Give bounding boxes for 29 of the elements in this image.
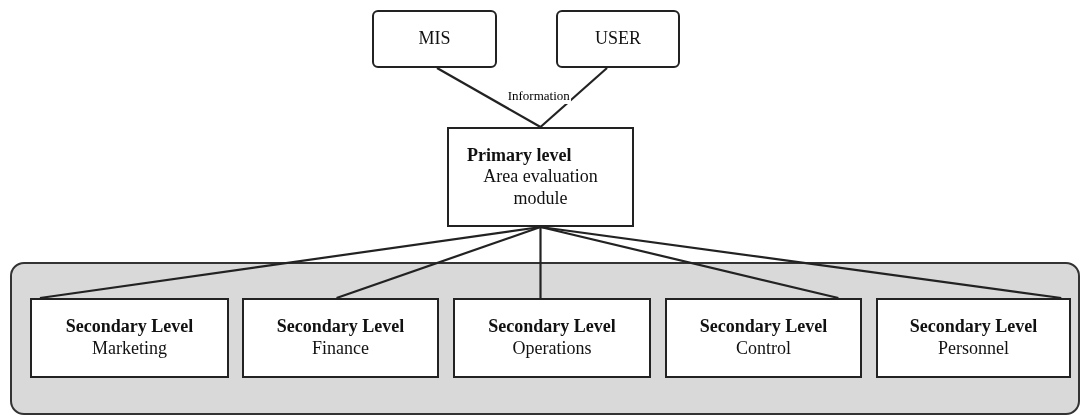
level-box [876,298,1071,378]
background-panel [10,262,1080,415]
level-title: Secondary Level [699,316,828,338]
source-box [556,10,680,68]
source-box [372,10,497,68]
level-title: Primary level [466,144,573,167]
connector-line [540,225,839,300]
module-box [447,127,634,227]
node-label: Finance [312,338,369,360]
node-label: Marketing [92,338,167,360]
node-label: Operations [512,338,592,360]
node-label: USER [595,28,641,50]
node-label: Personnel [938,338,1009,360]
level-title: Secondary Level [65,316,194,338]
level-box [242,298,439,378]
node-label: MIS [418,28,451,50]
level-title: Secondary Level [488,316,616,338]
level-box [453,298,651,378]
level-title: Secondary Level [276,316,405,338]
level-box [665,298,862,378]
level-title: Secondary Level [909,316,1038,338]
level-box [30,298,229,378]
connector-line [539,67,608,128]
connector-line [539,227,542,298]
connector-line [540,225,1062,300]
node-label: Area evaluation module [482,166,599,210]
connector-line [336,225,541,300]
connector-line [436,67,542,128]
node-label: Control [736,338,791,360]
